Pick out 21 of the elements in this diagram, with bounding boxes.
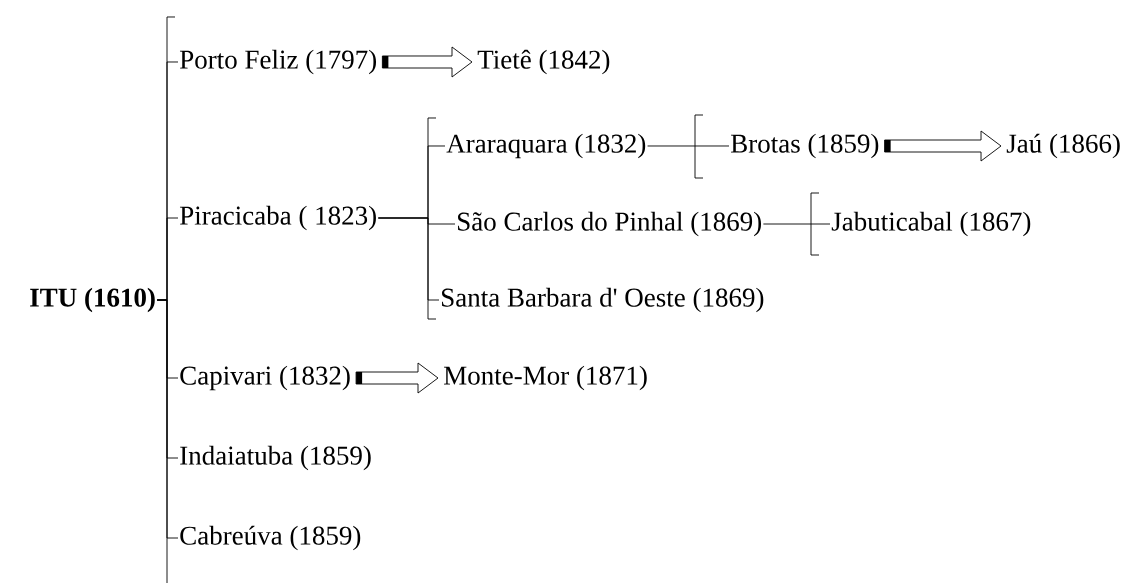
place-label: Jabuticabal (1867) xyxy=(831,211,1031,237)
place-label: Monte-Mor (1871) xyxy=(444,365,647,391)
bracket-connector xyxy=(156,299,179,539)
bracket-connector xyxy=(647,145,730,147)
block-arrow xyxy=(884,130,1002,162)
place-label: Santa Barbara d' Oeste (1869) xyxy=(442,287,764,313)
block-arrow xyxy=(355,362,439,394)
place-label: Cabreúva (1859) xyxy=(180,525,361,551)
place-label: Brotas (1859) xyxy=(731,133,879,159)
place-label: Jaú (1866) xyxy=(1006,133,1120,159)
place-label: Capivari (1832) xyxy=(180,365,350,391)
place-label: Tietê (1842) xyxy=(477,49,610,75)
bracket-connector xyxy=(377,217,440,301)
place-label: São Carlos do Pinhal (1869) xyxy=(458,211,761,237)
block-arrow xyxy=(381,46,473,78)
place-label: Indaiatuba (1859) xyxy=(180,445,371,471)
root-label: ITU (1610) xyxy=(30,287,155,313)
place-label: Araraquara (1832) xyxy=(446,133,646,159)
place-label: Piracicaba ( 1823) xyxy=(180,205,376,231)
place-label: Porto Feliz (1797) xyxy=(180,49,376,75)
bracket-connector xyxy=(762,223,831,225)
